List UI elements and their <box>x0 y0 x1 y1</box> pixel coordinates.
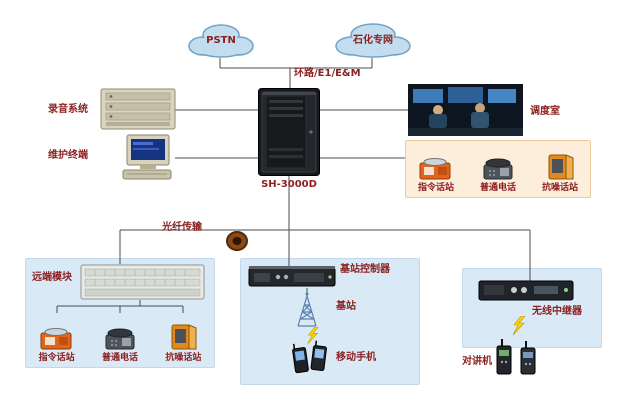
base-station-label: 基站 <box>336 301 356 312</box>
command-phone-icon <box>419 158 451 180</box>
base-station-tower-icon <box>292 292 322 328</box>
mobile-phone-label: 移动手机 <box>336 352 376 363</box>
ordinary-phone-icon <box>483 158 513 180</box>
mobile-phones-icon <box>288 340 332 378</box>
server-label: SH-3000D <box>261 179 317 190</box>
bts-controller-device <box>248 264 336 288</box>
walkie-talkie-icon <box>490 338 548 380</box>
command-phone-item: 指令话站 <box>39 325 75 364</box>
bts-controller-label: 基站控制器 <box>340 264 390 275</box>
command-phone-icon <box>40 328 72 350</box>
terminal-label: 维护终端 <box>48 150 88 161</box>
cloud-icon <box>188 24 254 58</box>
ordinary-phone-icon <box>105 328 135 350</box>
maintenance-terminal-device <box>118 134 176 182</box>
petro-network-cloud: 石化专网 <box>328 20 418 60</box>
ordinary-phone-label: 普通电话 <box>479 183 516 193</box>
fiber-label: 光纤传输 <box>162 222 202 233</box>
trunk-label: 环路/E1/E&M <box>294 68 361 79</box>
fiber-coil-icon <box>226 231 248 251</box>
noiseproof-phone-item: 抗噪话站 <box>165 323 201 364</box>
petro-cloud-label: 石化专网 <box>353 35 393 46</box>
dispatch-room-photo <box>408 84 523 136</box>
cloud-icon <box>335 23 411 58</box>
command-phone-label: 指令话站 <box>417 183 454 193</box>
noiseproof-phone-icon <box>171 324 197 350</box>
noiseproof-phone-label: 抗噪话站 <box>541 183 578 193</box>
wireless-repeater-label: 无线中继器 <box>532 306 582 317</box>
noiseproof-phone-label: 抗噪话站 <box>165 353 202 363</box>
pstn-cloud: PSTN <box>183 20 259 60</box>
lightning-icon <box>306 326 320 345</box>
noiseproof-phone-icon <box>548 154 574 180</box>
recording-label: 录音系统 <box>48 104 88 115</box>
pstn-cloud-label: PSTN <box>206 35 236 46</box>
lightning-icon <box>512 315 526 336</box>
wireless-repeater-device <box>478 278 574 302</box>
intercom-label: 对讲机 <box>462 356 492 367</box>
remote-rack-device <box>80 264 205 300</box>
noiseproof-phone-item: 抗噪话站 <box>542 153 578 194</box>
remote-phones-group: 指令话站 普通电话 抗噪话站 <box>25 306 215 364</box>
command-phone-label: 指令话站 <box>38 353 75 363</box>
remote-module-label: 远端模块 <box>32 272 72 283</box>
station-phones-group: 指令话站 普通电话 抗噪话站 <box>405 142 591 194</box>
ordinary-phone-item: 普通电话 <box>480 155 516 194</box>
ordinary-phone-item: 普通电话 <box>102 325 138 364</box>
server-cabinet <box>258 88 320 176</box>
recording-rack-device <box>100 88 176 130</box>
command-phone-item: 指令话站 <box>418 155 454 194</box>
ordinary-phone-label: 普通电话 <box>101 353 138 363</box>
dispatch-label: 调度室 <box>530 106 560 117</box>
